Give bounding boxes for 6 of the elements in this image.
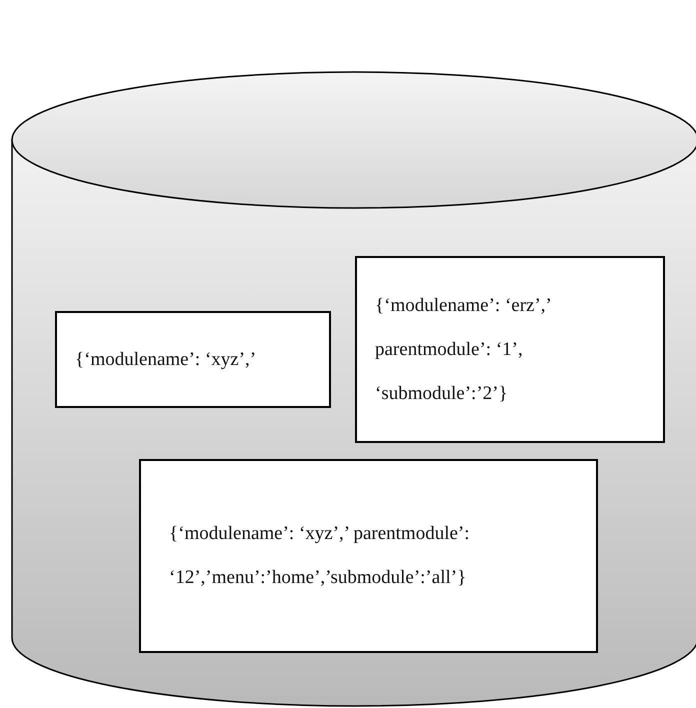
record-box (55, 311, 331, 408)
record-text: {‘modulename’: ‘xyz’,’ parentmodule’: ‘12’,’menu’:’home’,’submodule’:’all’} (169, 522, 471, 590)
record-box (139, 459, 598, 653)
record-box (355, 256, 665, 443)
record-text: {‘modulename’: ‘erz’,’ parentmodule’: ‘1’, ‘submodule’:’2’} (375, 294, 552, 406)
record-text: {‘modulename’: ‘xyz’,’ (75, 348, 256, 372)
